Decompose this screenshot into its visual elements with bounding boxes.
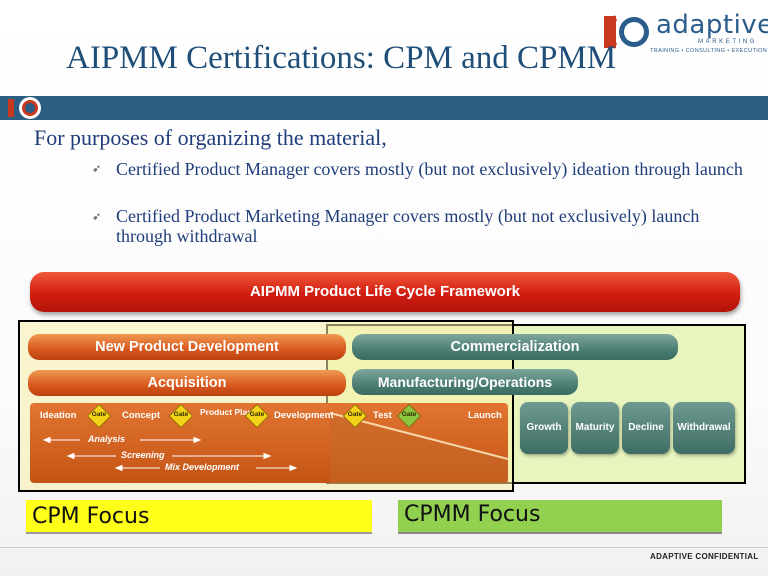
stage-growth: Growth	[520, 402, 568, 454]
framework-title-bar: AIPMM Product Life Cycle Framework	[30, 272, 740, 312]
span-analysis: Analysis	[88, 434, 126, 444]
adaptive-marketing-logo: adaptive MARKETING TRAINING • CONSULTING…	[604, 8, 768, 56]
logo-mark-icon	[604, 15, 649, 49]
cpm-focus-label: CPM Focus	[26, 500, 372, 534]
commercialization-bar: Commercialization	[352, 334, 678, 360]
gate-diamond-icon: Gate	[342, 403, 368, 429]
stage-withdrawal: Withdrawal	[673, 402, 735, 454]
phase-product-plan: Product Plan	[200, 407, 253, 417]
logo-tagline: TRAINING • CONSULTING • EXECUTION	[650, 48, 768, 54]
new-product-development-bar: New Product Development	[28, 334, 346, 360]
cpmm-focus-label: CPMM Focus	[398, 500, 722, 534]
gate-diamond-icon: Gate	[86, 403, 112, 429]
footer-divider	[0, 547, 768, 548]
bullet-icon: ➶	[92, 163, 102, 175]
bullet-icon: ➶	[92, 211, 102, 223]
bullet-cpmm: Certified Product Marketing Manager cove…	[116, 206, 700, 246]
phase-concept: Concept	[122, 410, 160, 421]
span-mix-development: Mix Development	[165, 462, 240, 472]
stage-maturity: Maturity	[571, 402, 619, 454]
phase-arrows	[42, 412, 508, 483]
acquisition-bar: Acquisition	[28, 370, 346, 396]
manufacturing-operations-bar: Manufacturing/Operations	[352, 369, 578, 395]
phase-ideation: Ideation	[40, 410, 77, 421]
phase-launch: Launch	[468, 410, 502, 421]
gate-diamond-icon: Gate	[168, 403, 194, 429]
stage-decline: Decline	[622, 402, 670, 454]
bullet-cpm: Certified Product Manager covers mostly …	[116, 159, 743, 179]
phase-test: Test	[373, 410, 392, 421]
intro-text: For purposes of organizing the material,	[34, 125, 387, 150]
confidential-footer: ADAPTIVE CONFIDENTIAL	[650, 552, 759, 561]
band-logo-mark-icon	[8, 97, 41, 119]
gate-diamond-icon: Gate	[244, 403, 270, 429]
gate-diamond-icon: Gate	[396, 403, 422, 429]
title-band	[0, 96, 768, 120]
logo-name: adaptive	[656, 10, 768, 40]
span-screening: Screening	[121, 450, 165, 460]
phase-development: Development	[274, 410, 334, 421]
slide-title: AIPMM Certifications: CPM and CPMM	[66, 40, 617, 76]
logo-subtitle: MARKETING	[698, 39, 758, 45]
